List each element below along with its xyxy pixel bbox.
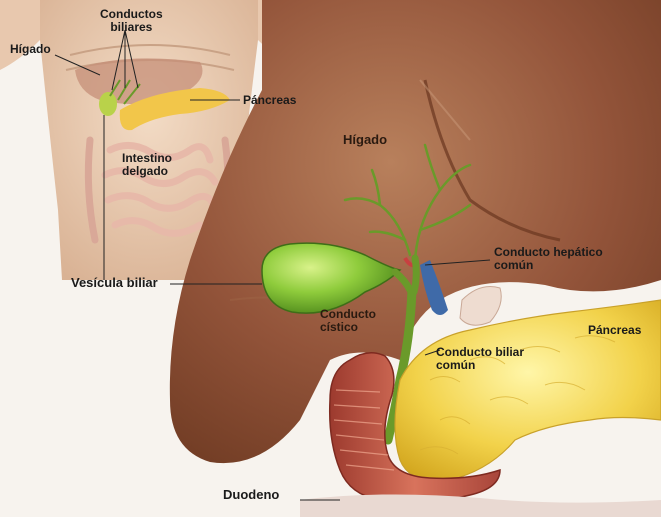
label-pancreas: Páncreas	[588, 324, 641, 337]
label-liver: Hígado	[343, 133, 387, 146]
label-gallbladder: Vesícula biliar	[71, 276, 158, 289]
inset-label-small-intestine: Intestino delgado	[122, 152, 172, 178]
label-common-bile-duct: Conducto biliar común	[436, 346, 524, 372]
label-duodenum: Duodeno	[223, 488, 279, 501]
inset-label-hepatic-ducts: Conductos biliares	[100, 8, 163, 34]
inset-label-liver: Hígado	[10, 43, 51, 56]
inset-label-pancreas: Páncreas	[243, 94, 296, 107]
label-cystic-duct: Conducto cístico	[320, 308, 376, 334]
inset-gallbladder	[99, 92, 117, 116]
label-common-hepatic-duct: Conducto hepático común	[494, 246, 603, 272]
